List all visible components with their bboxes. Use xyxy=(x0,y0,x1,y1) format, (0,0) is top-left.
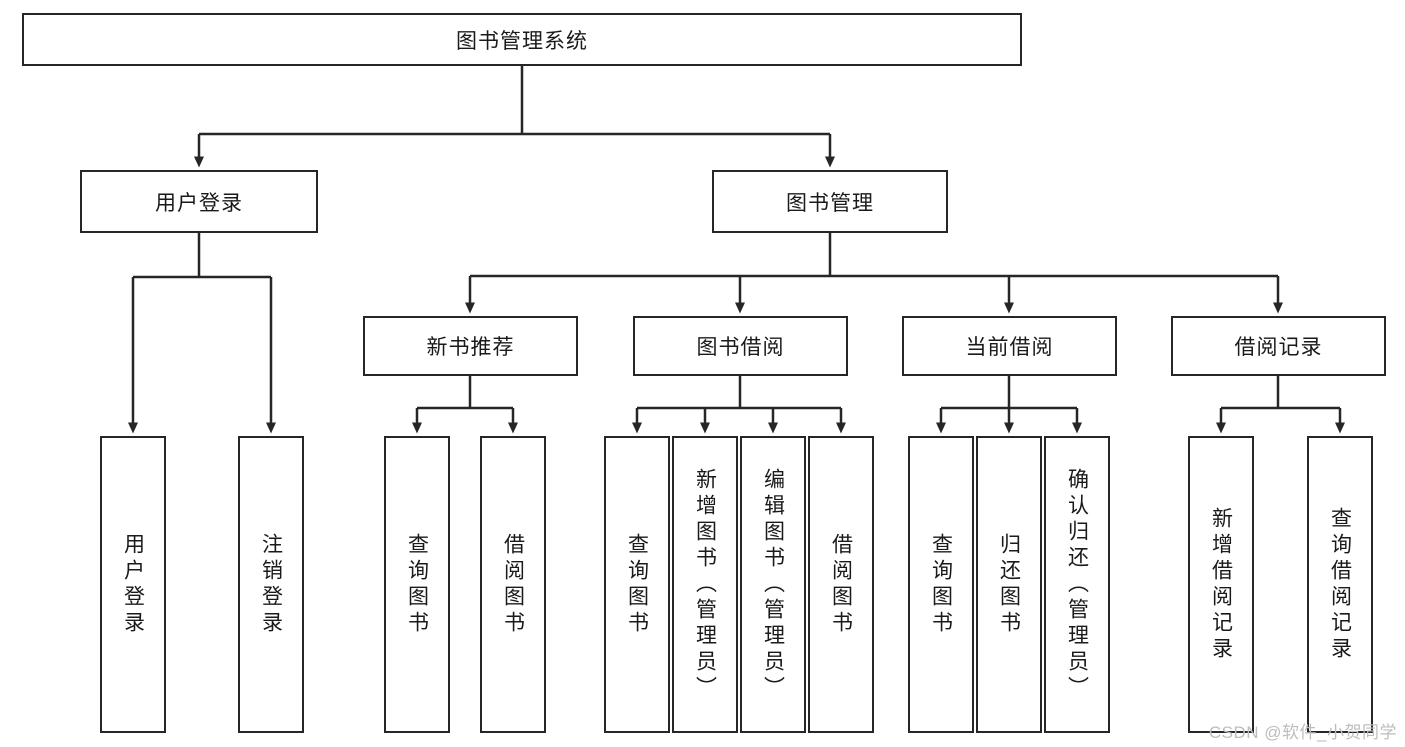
leaf-new-book-query[interactable]: 查询图书 xyxy=(384,436,450,733)
leaf-book-borrow-borrow[interactable]: 借阅图书 xyxy=(808,436,874,733)
leaf-label: 查询图书 xyxy=(405,532,429,637)
node-user-login[interactable]: 用户登录 xyxy=(80,170,318,233)
leaf-label: 注销登录 xyxy=(259,532,283,637)
node-book-borrow-label: 图书借阅 xyxy=(696,336,785,359)
leaf-book-borrow-edit[interactable]: 编辑图书（管理员） xyxy=(740,436,806,733)
node-book-management[interactable]: 图书管理 xyxy=(712,170,948,233)
leaf-label: 编辑图书（管理员） xyxy=(761,467,785,702)
node-current-borrow[interactable]: 当前借阅 xyxy=(902,316,1117,376)
leaf-label: 新增图书（管理员） xyxy=(693,467,717,702)
node-root-label: 图书管理系统 xyxy=(456,29,588,53)
leaf-label: 确认归还（管理员） xyxy=(1065,467,1089,702)
leaf-borrow-record-add[interactable]: 新增借阅记录 xyxy=(1188,436,1254,733)
node-user-login-label: 用户登录 xyxy=(155,191,243,215)
leaf-label: 查询借阅记录 xyxy=(1328,506,1352,663)
node-current-borrow-label: 当前借阅 xyxy=(965,336,1054,359)
leaf-label: 新增借阅记录 xyxy=(1209,506,1233,663)
leaf-user-login-logout[interactable]: 注销登录 xyxy=(238,436,304,733)
leaf-label: 查询图书 xyxy=(625,532,649,637)
node-root[interactable]: 图书管理系统 xyxy=(22,13,1022,66)
leaf-label: 归还图书 xyxy=(997,532,1021,637)
leaf-current-borrow-query[interactable]: 查询图书 xyxy=(908,436,974,733)
node-borrow-record-label: 借阅记录 xyxy=(1234,336,1323,359)
node-book-management-label: 图书管理 xyxy=(786,191,874,215)
node-new-book-recommend[interactable]: 新书推荐 xyxy=(363,316,578,376)
leaf-current-borrow-return[interactable]: 归还图书 xyxy=(976,436,1042,733)
leaf-label: 借阅图书 xyxy=(829,532,853,637)
leaf-book-borrow-query[interactable]: 查询图书 xyxy=(604,436,670,733)
leaf-borrow-record-query[interactable]: 查询借阅记录 xyxy=(1307,436,1373,733)
watermark: CSDN @软件_小贺同学 xyxy=(1208,723,1397,742)
leaf-user-login-login[interactable]: 用户登录 xyxy=(100,436,166,733)
node-borrow-record[interactable]: 借阅记录 xyxy=(1171,316,1386,376)
leaf-book-borrow-add[interactable]: 新增图书（管理员） xyxy=(672,436,738,733)
leaf-current-borrow-confirm[interactable]: 确认归还（管理员） xyxy=(1044,436,1110,733)
leaf-label: 用户登录 xyxy=(121,532,145,637)
leaf-label: 查询图书 xyxy=(929,532,953,637)
node-book-borrow[interactable]: 图书借阅 xyxy=(633,316,848,376)
leaf-new-book-borrow[interactable]: 借阅图书 xyxy=(480,436,546,733)
node-new-book-recommend-label: 新书推荐 xyxy=(426,336,515,359)
leaf-label: 借阅图书 xyxy=(501,532,525,637)
